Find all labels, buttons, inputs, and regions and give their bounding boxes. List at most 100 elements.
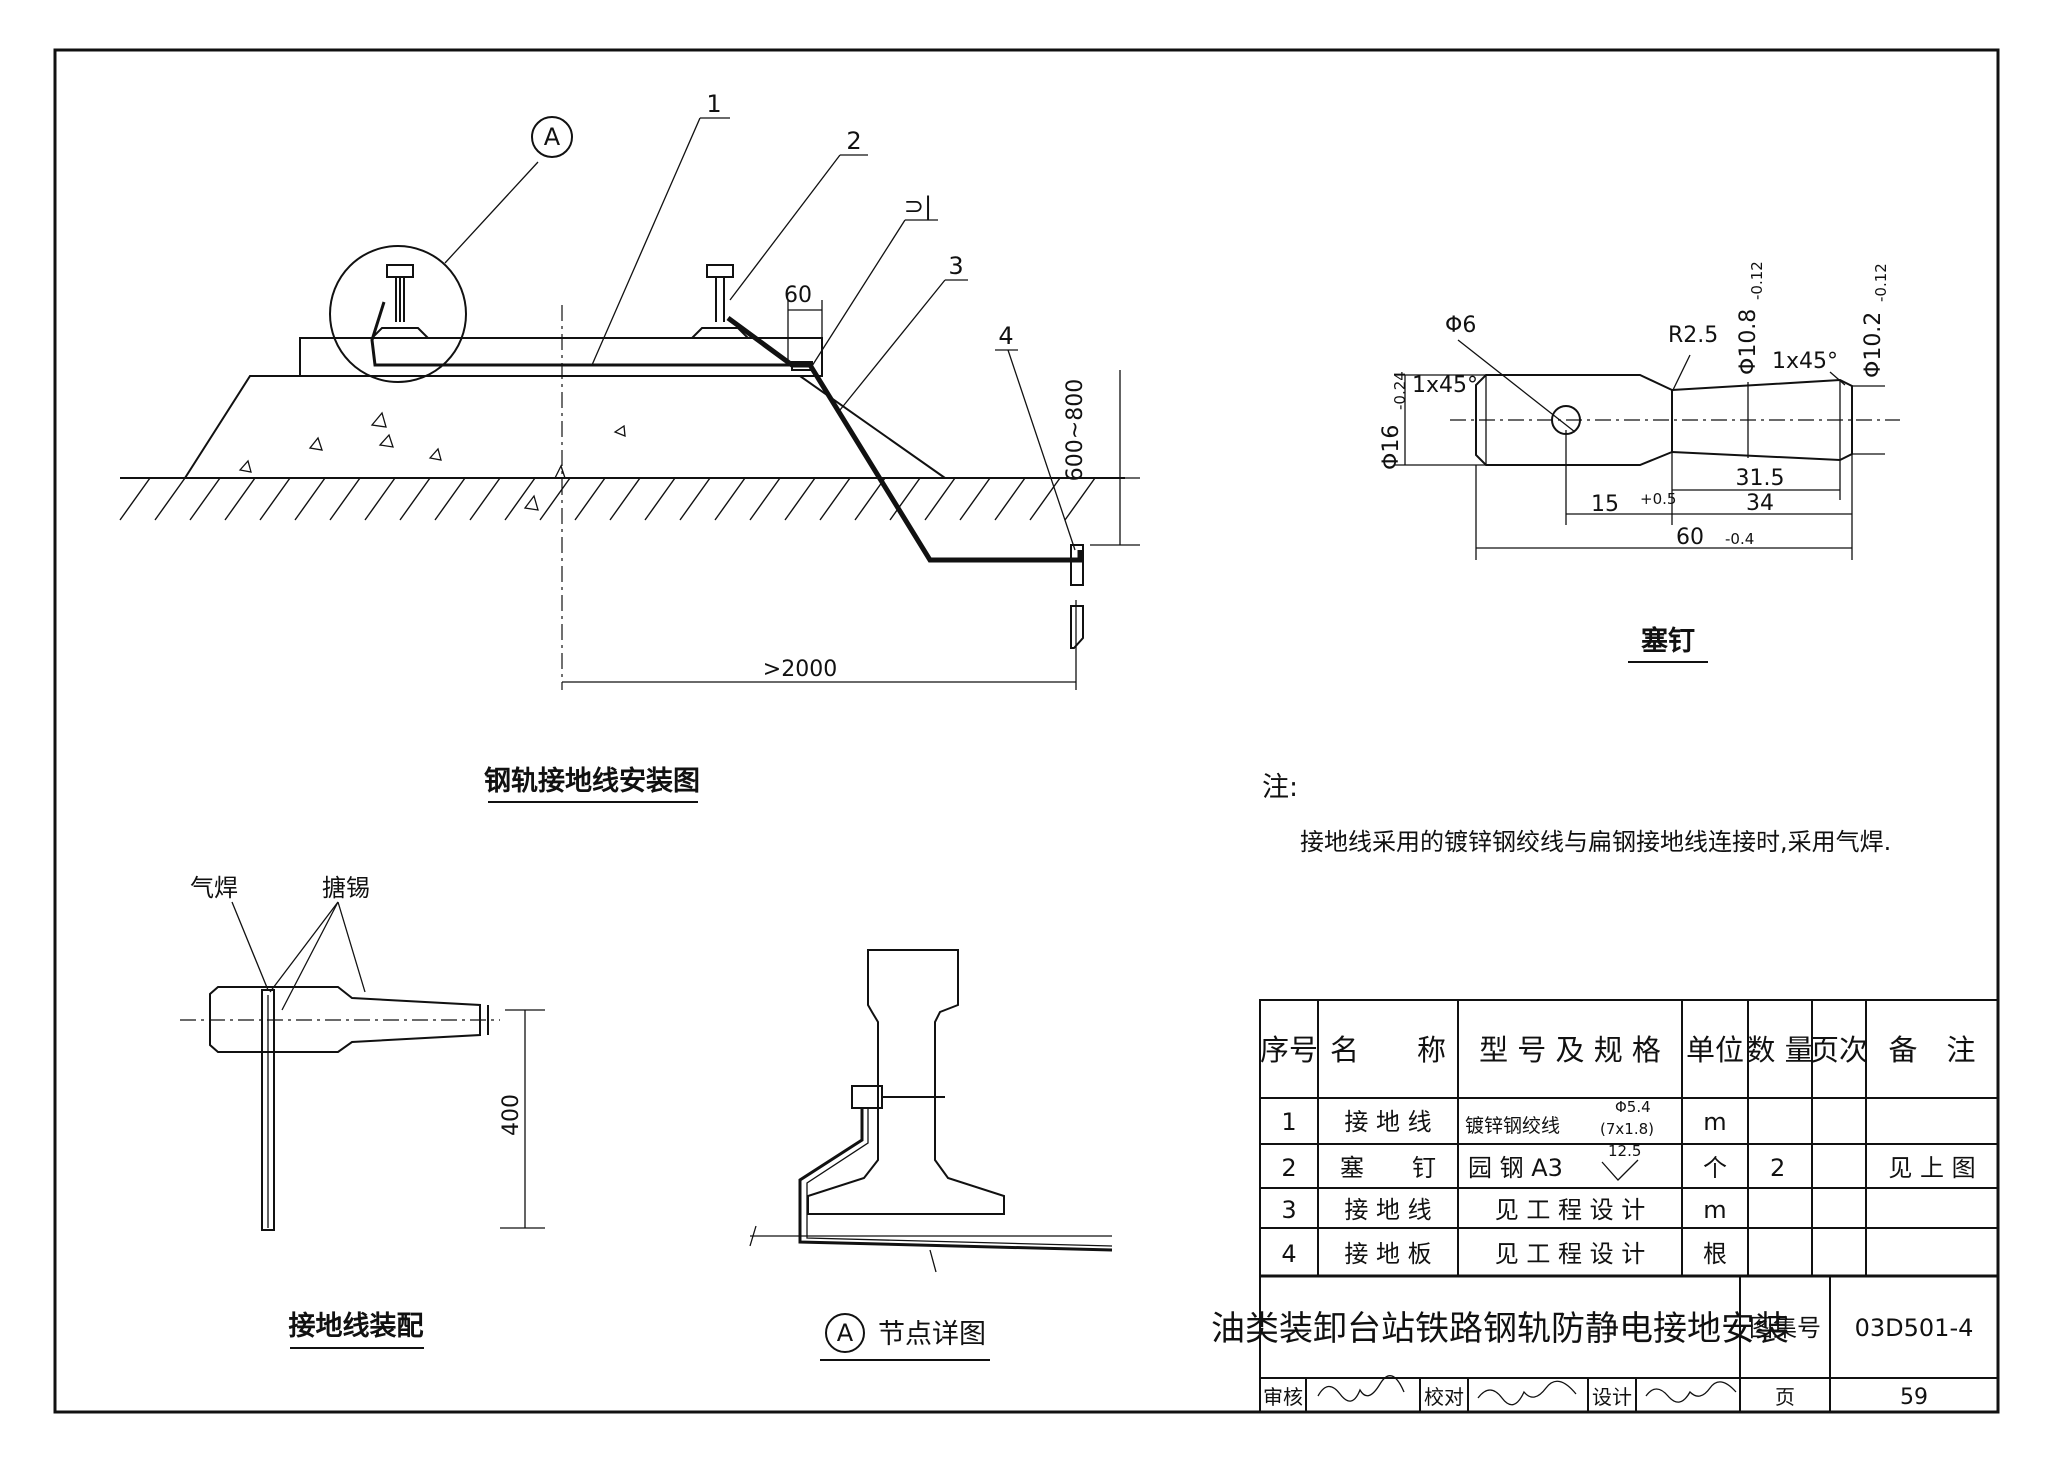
dim-phi6: Φ6 [1445, 313, 1476, 338]
check-label: 校对 [1424, 1385, 1464, 1409]
th-page: 页次 [1810, 1033, 1868, 1067]
ballast-stones [238, 411, 626, 511]
dim-60-plug: 60 [1676, 525, 1704, 550]
ground-rod-upper [1070, 544, 1084, 586]
chamfer-left: 1x45° [1412, 373, 1478, 398]
chamfer-right: 1x45° [1772, 349, 1838, 374]
assembly-terminal [209, 986, 481, 1053]
notes-label: 注: [1262, 772, 1298, 803]
drawing-title: 油类装卸台站铁路钢轨防静电接地安装 [1211, 1309, 1789, 1349]
design-signature [1645, 1381, 1737, 1403]
detail-a-circle [329, 245, 467, 383]
main-view: A 1 2 ⊃| 3 4 60 600~800 [119, 90, 1140, 803]
grounding-wire-strand [370, 301, 792, 367]
callout-4: 4 [998, 322, 1013, 350]
dim-phi16: Φ16 [1379, 425, 1404, 470]
tol-60: -0.4 [1725, 530, 1754, 548]
detail-view-title: 节点详图 [878, 1319, 986, 1350]
callout-1-leader [591, 117, 701, 366]
table-row-2-qty: 2 [1770, 1154, 1785, 1182]
dim-34: 34 [1746, 491, 1774, 516]
table-row-1-index: 1 [1281, 1108, 1296, 1136]
detail-a-marker: A [544, 123, 561, 151]
dim-15: 15 [1591, 492, 1619, 517]
page-label: 页 [1775, 1385, 1795, 1409]
left-rail [369, 264, 431, 339]
tol-phi16: -0.24 [1391, 371, 1409, 410]
sleeper [299, 337, 823, 377]
dim-400: 400 [499, 1094, 524, 1136]
dim-60: 60 [784, 283, 812, 308]
page-number: 59 [1900, 1385, 1928, 1410]
table-row-2-name: 塞 钉 [1340, 1154, 1436, 1182]
weld-leader [811, 219, 906, 367]
review-label: 审核 [1263, 1385, 1303, 1409]
callout-4-leader [1007, 349, 1076, 551]
detail-view-marker-ring [825, 1313, 865, 1353]
table-row-3-name: 接 地 线 [1344, 1196, 1431, 1224]
table-row-2-index: 2 [1281, 1154, 1296, 1182]
table-row-1-unit: m [1703, 1108, 1726, 1136]
detail-a-leader [444, 161, 539, 264]
assembly-view-title: 接地线装配 [289, 1311, 424, 1342]
detail-a-marker-ring [531, 116, 573, 158]
label-tin: 搪锡 [322, 874, 370, 902]
table-row-4-spec: 见 工 程 设 计 [1495, 1240, 1646, 1268]
grounding-flat-steel [726, 315, 1083, 563]
dim-r: R2.5 [1668, 323, 1718, 348]
table-row-1-spec-sup: Φ5.4 [1615, 1098, 1651, 1116]
table-row-1-spec-sub: (7x1.8) [1600, 1120, 1654, 1138]
callout-3-leader [839, 279, 946, 411]
tol-phi10-8: -0.12 [1748, 261, 1766, 300]
th-name: 名 称 [1330, 1033, 1446, 1067]
detail-rail-section [807, 949, 1005, 1215]
review-signature [1317, 1375, 1405, 1402]
plug-view-title: 塞钉 [1641, 625, 1695, 657]
th-unit: 单位 [1686, 1033, 1744, 1067]
ground-hatch [119, 477, 1096, 521]
plug-head [1475, 374, 1673, 466]
table-row-2-spec: 园 钢 A3 [1468, 1154, 1563, 1182]
table-row-2-remark: 见 上 图 [1888, 1154, 1975, 1182]
tol-phi10-2: -0.12 [1872, 263, 1890, 302]
plug-shank [1671, 378, 1853, 462]
design-label: 设计 [1592, 1385, 1632, 1409]
dim-length: >2000 [763, 657, 837, 682]
table-row-1-spec: 镀锌钢绞线 [1465, 1115, 1560, 1137]
callout-1: 1 [706, 90, 721, 118]
flat-steel-edge [811, 367, 929, 557]
atlas-label: 图集号 [1749, 1314, 1821, 1342]
dim-31-5: 31.5 [1736, 466, 1785, 491]
th-qty: 数 量 [1746, 1033, 1813, 1067]
atlas-number: 03D501-4 [1855, 1314, 1974, 1342]
detail-wire [798, 1108, 1113, 1252]
dim-phi10-8: Φ10.8 [1736, 309, 1761, 375]
callout-2-leader [729, 154, 841, 301]
table-row-3-index: 3 [1281, 1196, 1296, 1224]
table-row-2-unit: 个 [1703, 1154, 1727, 1182]
ballast-bed [184, 375, 946, 479]
tol-15: +0.5 [1640, 490, 1676, 508]
label-weld: 气焊 [190, 874, 238, 902]
notes: 注: 接地线采用的镀锌钢绞线与扁钢接地线连接时,采用气焊. [1262, 772, 1891, 856]
table-row-4-name: 接 地 板 [1344, 1240, 1431, 1268]
callout-3: 3 [948, 252, 963, 280]
weld-symbol: ⊃| [904, 192, 932, 220]
ground-rod-lower [1070, 605, 1084, 649]
table-row-1-name: 接 地 线 [1344, 1108, 1431, 1136]
roughness-symbol [1601, 1159, 1639, 1181]
table-row-4-index: 4 [1281, 1240, 1296, 1268]
table-row-3-spec: 见 工 程 设 计 [1495, 1196, 1646, 1224]
plug-view: Φ6 R2.5 Φ10.8 -0.12 1x45° Φ10.2 -0.12 1x… [1379, 261, 1900, 663]
th-index: 序号 [1260, 1033, 1318, 1067]
table-row-4-unit: 根 [1703, 1240, 1727, 1268]
main-view-title: 钢轨接地线安装图 [484, 765, 700, 797]
table-row-3-unit: m [1703, 1196, 1726, 1224]
check-signature [1477, 1380, 1577, 1406]
th-spec: 型 号 及 规 格 [1479, 1033, 1661, 1067]
callout-2: 2 [846, 127, 861, 155]
dim-phi10-2: Φ10.2 [1861, 312, 1886, 378]
dim-depth: 600~800 [1063, 379, 1088, 481]
